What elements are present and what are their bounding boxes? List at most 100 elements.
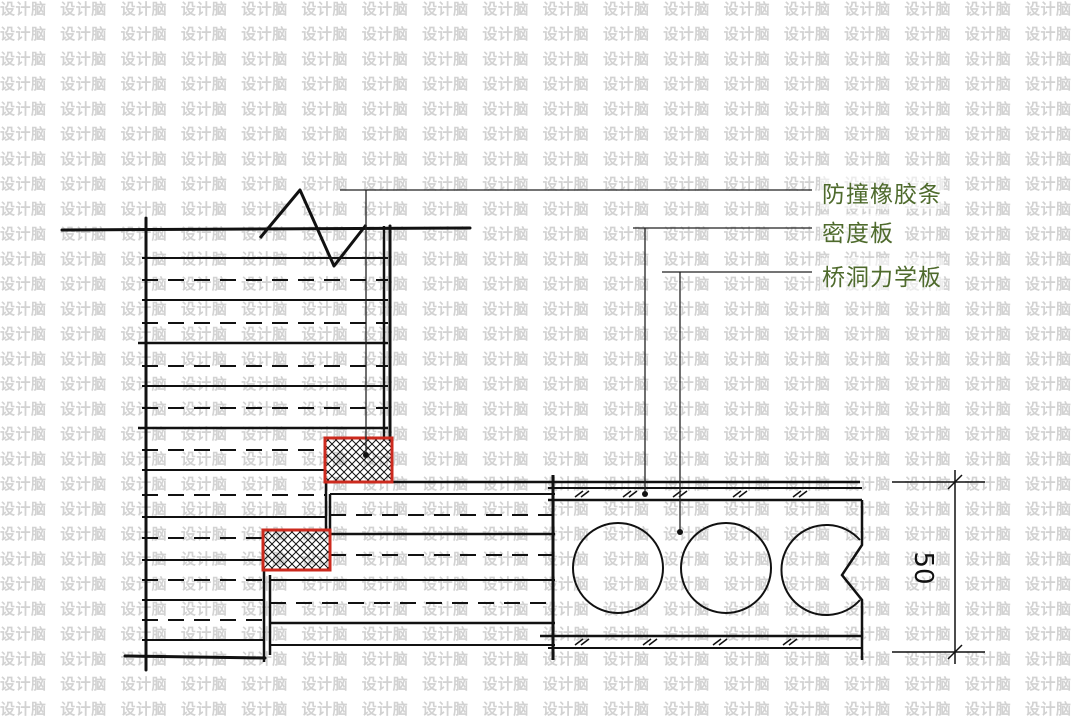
watermark-text: 设计脑 (60, 125, 107, 143)
watermark-text: 设计脑 (1025, 25, 1072, 43)
watermark-text: 设计脑 (964, 475, 1012, 493)
watermark-text: 设计脑 (723, 225, 771, 243)
watermark-text: 设计脑 (0, 575, 47, 593)
watermark-text: 设计脑 (1025, 350, 1072, 368)
watermark-text: 设计脑 (723, 500, 771, 518)
watermark-text: 设计脑 (241, 0, 288, 18)
watermark-text: 设计脑 (301, 150, 348, 168)
watermark-text: 设计脑 (964, 25, 1012, 43)
watermark-text: 设计脑 (1025, 275, 1072, 293)
watermark-text: 设计脑 (1025, 525, 1072, 543)
watermark-text: 设计脑 (60, 150, 107, 168)
watermark-text: 设计脑 (783, 50, 831, 68)
watermark-text: 设计脑 (60, 400, 107, 418)
watermark-text: 设计脑 (602, 325, 650, 343)
watermark-text: 设计脑 (964, 525, 1012, 543)
watermark-text: 设计脑 (120, 125, 168, 143)
watermark-text: 设计脑 (964, 225, 1012, 243)
watermark-text: 设计脑 (964, 450, 1012, 468)
watermark-text: 设计脑 (602, 125, 650, 143)
watermark-text: 设计脑 (482, 425, 529, 443)
watermark-text: 设计脑 (964, 375, 1012, 393)
watermark-text: 设计脑 (964, 200, 1012, 218)
watermark-text: 设计脑 (180, 75, 228, 93)
watermark-text: 设计脑 (361, 100, 409, 118)
watermark-text: 设计脑 (964, 325, 1012, 343)
watermark-text: 设计脑 (120, 50, 168, 68)
watermark-text: 设计脑 (542, 100, 590, 118)
watermark-text: 设计脑 (0, 500, 47, 518)
watermark-text: 设计脑 (1025, 450, 1072, 468)
watermark-text: 设计脑 (663, 25, 710, 43)
watermark-text: 设计脑 (0, 550, 47, 568)
hollow-core-board (540, 475, 864, 660)
watermark-text: 设计脑 (482, 675, 529, 693)
watermark-text: 设计脑 (844, 325, 891, 343)
watermark-text: 设计脑 (60, 100, 107, 118)
watermark-text: 设计脑 (180, 175, 228, 193)
watermark-text: 设计脑 (964, 500, 1012, 518)
watermark-text: 设计脑 (180, 25, 228, 43)
watermark-text: 设计脑 (422, 700, 469, 718)
watermark-text: 设计脑 (241, 25, 288, 43)
watermark-text: 设计脑 (301, 500, 348, 518)
watermark-text: 设计脑 (180, 100, 228, 118)
watermark-row: 设计脑设计脑设计脑设计脑设计脑设计脑设计脑设计脑设计脑设计脑设计脑设计脑设计脑设… (0, 48, 1080, 69)
watermark-text: 设计脑 (0, 0, 47, 18)
watermark-text: 设计脑 (482, 50, 529, 68)
watermark-text: 设计脑 (723, 350, 771, 368)
floor-layers (270, 493, 555, 646)
watermark-text: 设计脑 (301, 650, 348, 668)
watermark-text: 设计脑 (361, 25, 409, 43)
watermark-text: 设计脑 (783, 25, 831, 43)
watermark-text: 设计脑 (0, 325, 47, 343)
watermark-text: 设计脑 (241, 75, 288, 93)
watermark-text: 设计脑 (422, 100, 469, 118)
watermark-text: 设计脑 (482, 250, 529, 268)
watermark-text: 设计脑 (663, 250, 710, 268)
watermark-text: 设计脑 (602, 525, 650, 543)
watermark-text: 设计脑 (482, 475, 529, 493)
watermark-text: 设计脑 (542, 225, 590, 243)
watermark-text: 设计脑 (482, 600, 529, 618)
watermark-text: 设计脑 (422, 325, 469, 343)
watermark-text: 设计脑 (602, 450, 650, 468)
watermark-text: 设计脑 (723, 25, 771, 43)
watermark-text: 设计脑 (0, 450, 47, 468)
watermark-text: 设计脑 (964, 650, 1012, 668)
bumper-strip-upper (323, 436, 394, 484)
watermark-text: 设计脑 (180, 625, 228, 643)
watermark-text: 设计脑 (0, 225, 47, 243)
watermark-text: 设计脑 (0, 250, 47, 268)
watermark-text: 设计脑 (723, 650, 771, 668)
watermark-text: 设计脑 (1025, 475, 1072, 493)
label-bridge-hole-board: 桥洞力学板 (820, 258, 944, 292)
watermark-text: 设计脑 (964, 400, 1012, 418)
watermark-text: 设计脑 (723, 300, 771, 318)
watermark-text: 设计脑 (120, 350, 168, 368)
watermark-text: 设计脑 (904, 700, 951, 718)
watermark-text: 设计脑 (542, 275, 590, 293)
watermark-text: 设计脑 (361, 125, 409, 143)
watermark-text: 设计脑 (422, 475, 469, 493)
watermark-text: 设计脑 (723, 175, 771, 193)
watermark-text: 设计脑 (602, 700, 650, 718)
watermark-text: 设计脑 (422, 300, 469, 318)
watermark-text: 设计脑 (844, 50, 891, 68)
watermark-text: 设计脑 (422, 450, 469, 468)
watermark-text: 设计脑 (542, 50, 590, 68)
watermark-text: 设计脑 (180, 600, 228, 618)
watermark-text: 设计脑 (60, 675, 107, 693)
watermark-text: 设计脑 (60, 250, 107, 268)
watermark-text: 设计脑 (783, 300, 831, 318)
watermark-text: 设计脑 (241, 200, 288, 218)
label-bumper-strip: 防撞橡胶条 (820, 175, 944, 209)
watermark-text: 设计脑 (0, 650, 47, 668)
watermark-text: 设计脑 (0, 675, 47, 693)
watermark-text: 设计脑 (301, 0, 348, 18)
watermark-text: 设计脑 (361, 50, 409, 68)
watermark-text: 设计脑 (180, 300, 228, 318)
watermark-text: 设计脑 (180, 200, 228, 218)
watermark-text: 设计脑 (241, 175, 288, 193)
